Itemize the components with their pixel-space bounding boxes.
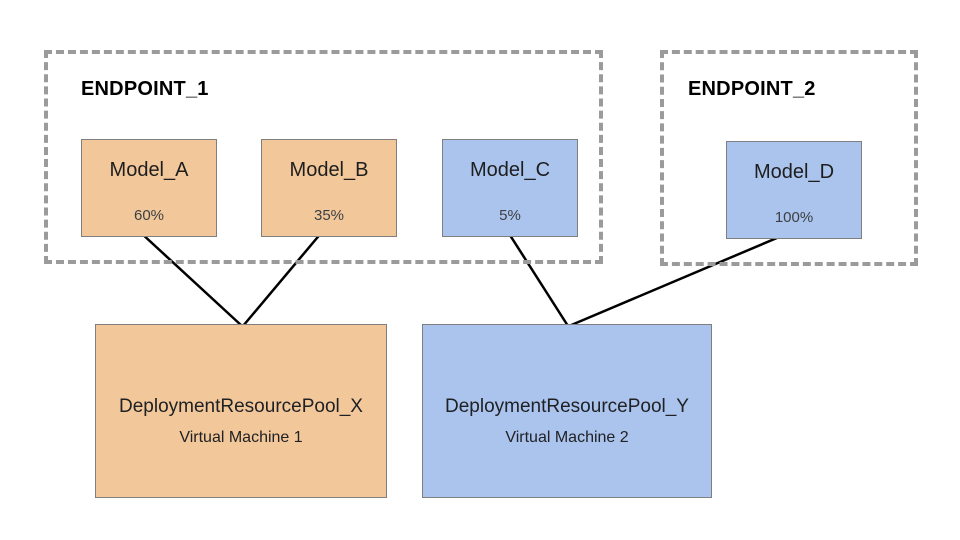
pool-x-name: DeploymentResourcePool_X — [119, 395, 363, 417]
model-d-box: Model_D 100% — [726, 141, 862, 239]
model-c-traffic-split: 5% — [499, 207, 521, 224]
pool-y-name: DeploymentResourcePool_Y — [445, 395, 689, 417]
model-b-box: Model_B 35% — [261, 139, 397, 237]
model-b-name: Model_B — [289, 159, 369, 181]
endpoint-1-group: ENDPOINT_1 Model_A 60% Model_B 35% Model… — [44, 50, 603, 264]
endpoint-1-title: ENDPOINT_1 — [81, 78, 209, 100]
deployment-resource-pool-x-box: DeploymentResourcePool_X Virtual Machine… — [95, 324, 387, 498]
model-d-name: Model_D — [753, 161, 835, 183]
pool-x-virtual-machine-label: Virtual Machine 1 — [179, 428, 303, 446]
model-d-traffic-split: 100% — [774, 209, 814, 226]
model-a-traffic-split: 60% — [133, 207, 165, 224]
model-c-box: Model_C 5% — [442, 139, 578, 237]
pool-y-virtual-machine-label: Virtual Machine 2 — [505, 428, 629, 446]
model-c-name: Model_C — [469, 159, 551, 181]
endpoint-2-title: ENDPOINT_2 — [688, 78, 816, 100]
endpoint-2-group: ENDPOINT_2 Model_D 100% — [660, 50, 918, 266]
model-a-box: Model_A 60% — [81, 139, 217, 237]
deployment-resource-pool-y-box: DeploymentResourcePool_Y Virtual Machine… — [422, 324, 712, 498]
model-a-name: Model_A — [109, 159, 189, 181]
model-b-traffic-split: 35% — [313, 207, 345, 224]
